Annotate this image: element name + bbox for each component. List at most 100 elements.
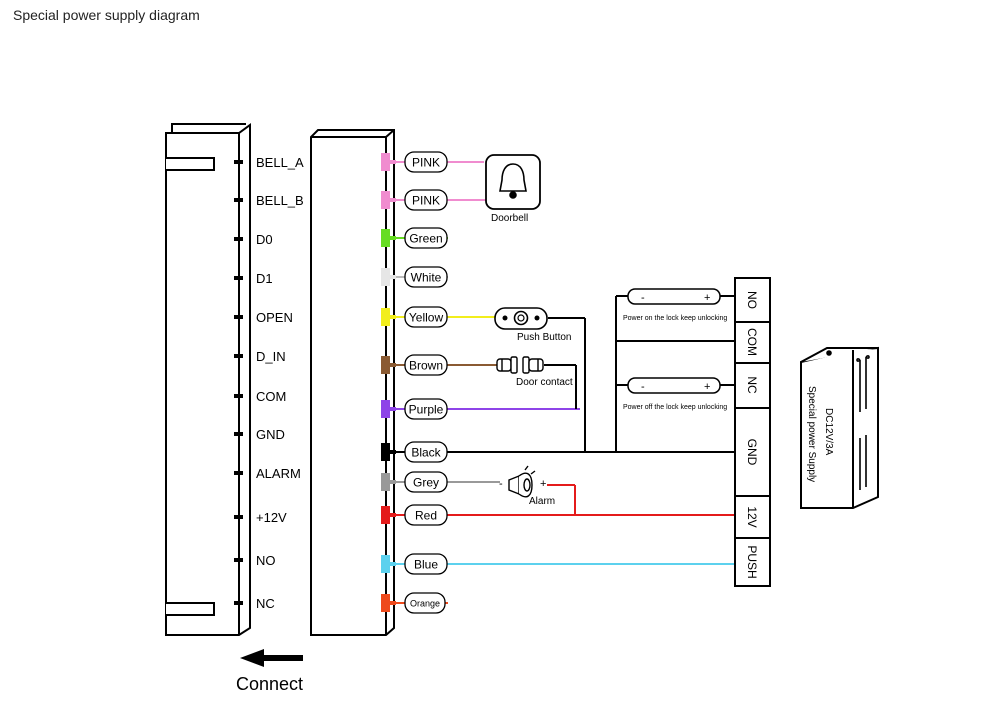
psu-rating: DC12V/3A [823, 408, 834, 456]
wire-stub-blue [381, 555, 390, 573]
wire-tag-brown: Brown [404, 354, 448, 376]
pin-tick [234, 315, 243, 319]
pin-tick [234, 160, 243, 164]
doorbell-label: Doorbell [491, 213, 528, 224]
wire-harness-connector [310, 129, 395, 636]
wire-label-green: Green [409, 232, 442, 246]
bell-icon [499, 163, 527, 199]
wire-stub-red [381, 506, 390, 524]
alarm-minus: - [499, 478, 503, 490]
wire-tag-white: White [404, 266, 448, 288]
wire-tag-pink1: PINK [404, 151, 448, 173]
wire-label-pink1: PINK [412, 156, 440, 170]
pin-tick [234, 515, 243, 519]
push-button: Push Button [494, 307, 571, 343]
wire-stub-pink1 [381, 153, 390, 171]
pin-label-gnd: GND [256, 427, 285, 442]
pin-label-com: COM [256, 389, 286, 404]
pin-tick [234, 601, 243, 605]
wire-label-yellow: Yellow [409, 311, 444, 325]
alarm-wiring [547, 484, 576, 515]
wire-label-black: Black [411, 446, 441, 460]
lock-no-note: Power on the lock keep unlocking [623, 315, 727, 322]
wire-label-orange: Orange [410, 599, 440, 609]
pin-label-v12: +12V [256, 510, 287, 525]
pin-ticks [234, 160, 243, 605]
wire-label-blue: Blue [414, 558, 438, 572]
alarm-siren: - + Alarm [499, 465, 555, 507]
connect-indicator: Connect [236, 649, 303, 694]
pin-label-bell_b: BELL_B [256, 193, 304, 208]
arrow-left-icon [240, 649, 303, 667]
pin-label-nc: NC [256, 596, 275, 611]
svg-text:+: + [704, 292, 710, 304]
doorbell: Doorbell [485, 154, 541, 224]
wire-label-purple: Purple [409, 403, 444, 417]
terminal-t_com: COM [745, 328, 759, 356]
pin-label-alarm: ALARM [256, 466, 301, 481]
alarm-label: Alarm [529, 496, 555, 507]
lock-nc: - + Power off the lock keep unlocking [623, 377, 727, 411]
pin-tick [234, 471, 243, 475]
lock-no: - + Power on the lock keep unlocking [623, 288, 727, 322]
svg-text:+: + [704, 381, 710, 393]
wire-tag-black: Black [404, 441, 448, 463]
wire-label-white: White [411, 271, 442, 285]
door-contact-label: Door contact [516, 377, 573, 388]
pin-tick [234, 558, 243, 562]
terminal-strip [734, 277, 771, 587]
terminal-t_no: NO [745, 291, 759, 309]
wire-tag-pink2: PINK [404, 189, 448, 211]
connect-label: Connect [236, 674, 303, 694]
wire-label-brown: Brown [409, 359, 443, 373]
pin-tick [234, 276, 243, 280]
wire-stubs [381, 153, 396, 612]
pin-label-d_in: D_IN [256, 349, 286, 364]
psu-name: Special power Supply [806, 386, 817, 482]
pin-tick [234, 237, 243, 241]
wire-stub-orange [381, 594, 390, 612]
svg-text:-: - [641, 292, 645, 304]
wire-tag-grey: Grey [404, 471, 448, 493]
power-supply-box: DC12V/3A Special power Supply [800, 346, 879, 509]
pin-tick [234, 354, 243, 358]
controller-connector [165, 123, 251, 636]
alarm-plus: + [540, 478, 546, 490]
terminal-t_push: PUSH [745, 545, 759, 578]
wire-stub-pink2 [381, 191, 390, 209]
wire-tag-purple: Purple [404, 398, 448, 420]
wire-label-grey: Grey [413, 476, 439, 490]
pin-tick [234, 394, 243, 398]
wire-tag-blue: Blue [404, 553, 448, 575]
pin-tick [234, 432, 243, 436]
wire-stub-grey [381, 473, 390, 491]
push-button-label: Push Button [517, 332, 571, 343]
wire-stub-white [381, 268, 390, 286]
terminal-t_12v: 12V [745, 506, 759, 527]
wire-labels: PINK PINK GreenWhiteYellowBrownPurpleBlack… [404, 151, 448, 614]
wire-stub-green [381, 229, 390, 247]
wire-stub-black [381, 443, 390, 461]
pin-label-d1: D1 [256, 271, 273, 286]
pin-tick [234, 198, 243, 202]
interconnect-wiring [544, 295, 735, 452]
wire-tag-red: Red [404, 504, 448, 526]
lock-nc-note: Power off the lock keep unlocking [623, 404, 727, 411]
screw-icon [502, 315, 508, 321]
wire-stub-brown [381, 356, 390, 374]
pin-labels: BELL_ABELL_BD0D1OPEND_INCOMGNDALARM+12VN… [256, 155, 304, 611]
wire-label-pink2: PINK [412, 194, 440, 208]
svg-text:-: - [641, 381, 645, 393]
door-contact: Door contact [496, 356, 573, 388]
pin-label-d0: D0 [256, 232, 273, 247]
wire-tag-green: Green [404, 227, 448, 249]
terminal-t_nc: NC [745, 376, 759, 394]
wire-stub-yellow [381, 308, 390, 326]
wire-tag-yellow: Yellow [404, 306, 448, 328]
pin-label-no: NO [256, 553, 276, 568]
screw-icon [534, 315, 540, 321]
page-title: Special power supply diagram [13, 7, 200, 23]
siren-icon [508, 465, 536, 498]
